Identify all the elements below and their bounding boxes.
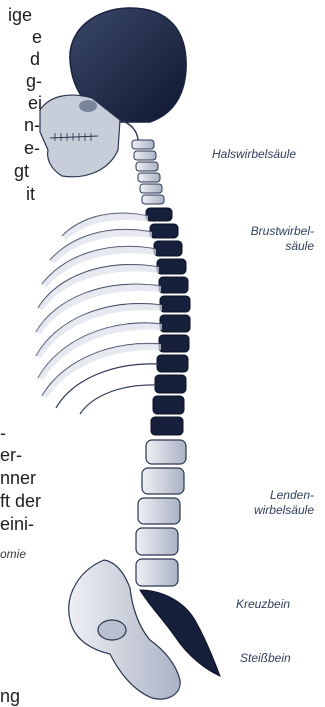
label-kreuzbein: Kreuzbein [236,597,290,612]
label-brustwirbel-line2: säule [226,239,314,254]
label-lenden-line2: wirbelsäule [222,503,314,518]
lumbar-vertebrae [136,440,186,586]
label-lendenwirbelsaeule: Lenden- wirbelsäule [222,488,314,518]
rib-fill [36,213,162,398]
label-lenden-line1: Lenden- [222,488,314,503]
label-brustwirbelsaeule: Brustwirbel- säule [226,224,314,254]
label-brustwirbel-line1: Brustwirbel- [226,224,314,239]
label-steissbein: Steißbein [240,651,291,666]
skull [40,8,186,177]
thoracic-vertebrae [146,208,190,435]
cervical-vertebrae [132,140,164,204]
label-halswirbelsaeule: Halswirbelsäule [212,147,296,162]
